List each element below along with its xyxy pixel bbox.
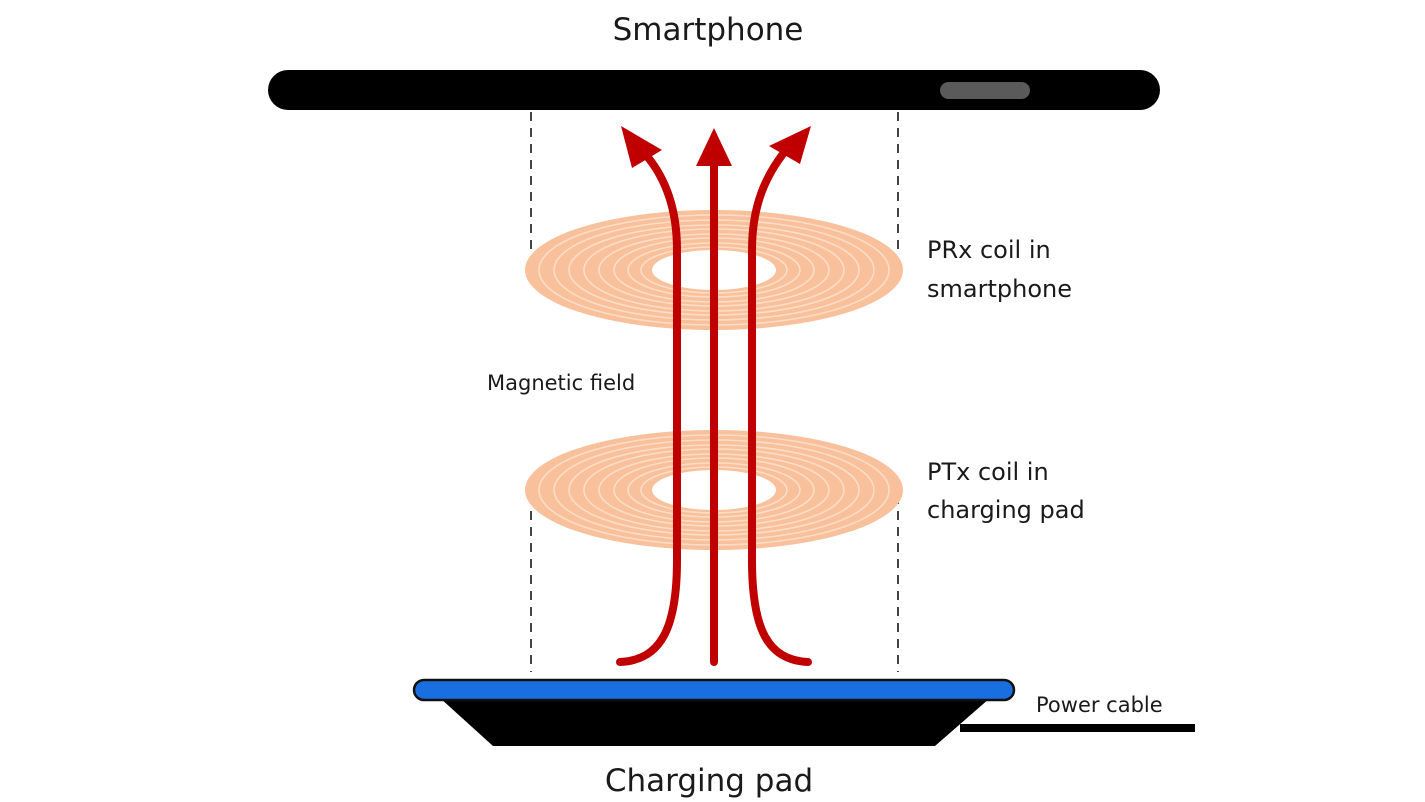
arrowhead-right (769, 126, 811, 164)
charging-pad (412, 678, 1195, 746)
smartphone-body (268, 70, 1160, 110)
magnetic-field-lines (616, 146, 812, 666)
smartphone-button (940, 82, 1030, 99)
arrowhead-left (621, 126, 662, 168)
field-line-left (616, 151, 681, 666)
smartphone (268, 70, 1160, 110)
field-line-right (748, 146, 812, 666)
power-cable-label: Power cable (1036, 693, 1163, 717)
charging-pad-surface (412, 678, 1016, 702)
ptx-coil-label-line2: charging pad (927, 496, 1085, 524)
field-arrowheads (621, 126, 811, 168)
charging-pad-label: Charging pad (605, 763, 813, 799)
prx-coil-label-line1: PRx coil in (927, 236, 1051, 264)
magnetic-field-label: Magnetic field (487, 371, 635, 395)
smartphone-label: Smartphone (613, 12, 804, 48)
prx-coil-label-line2: smartphone (927, 275, 1072, 303)
guide-lines (530, 112, 899, 672)
ptx-coil-label-line1: PTx coil in (927, 458, 1049, 486)
arrowhead-center (696, 128, 732, 166)
charging-pad-base (440, 698, 990, 746)
